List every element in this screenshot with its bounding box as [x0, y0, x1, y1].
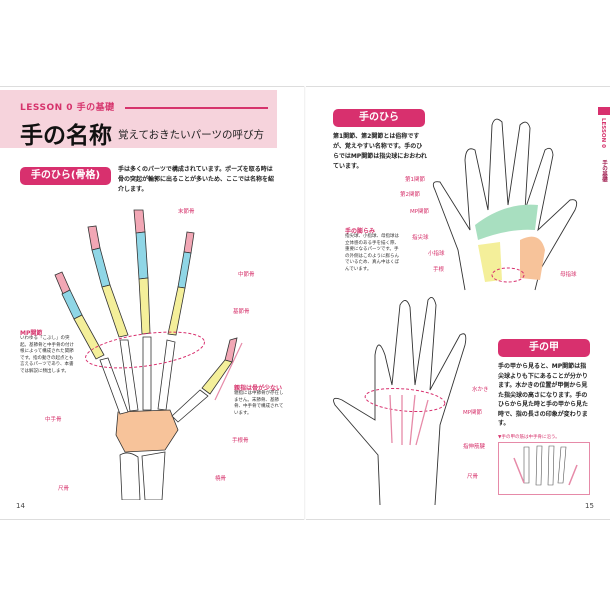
page-subtitle: 覚えておきたいパーツの呼び方: [118, 129, 264, 141]
label-mp-joint-back: MP関節: [463, 410, 483, 416]
thumb-note-text: 親指には中節骨が存在しません。末節骨、基節骨、中手骨で構成されています。: [234, 391, 284, 416]
label-middle-phalanx: 中節骨: [238, 272, 255, 278]
side-tab-marker: [598, 107, 610, 115]
back-skeleton-figure: [498, 442, 590, 495]
palm-outline: [432, 118, 578, 291]
carpal-bones: [115, 409, 179, 453]
mp-note-heading: MP関節: [20, 330, 43, 337]
side-tab-topic: 手の基礎: [601, 160, 607, 182]
skeleton-hand-illustration: [54, 209, 243, 500]
index-finger: [167, 231, 195, 336]
label-metacarpal: 中手骨: [45, 417, 62, 423]
ulna-bone: [119, 452, 141, 500]
mp-joint-highlight-back: [364, 388, 446, 412]
label-carpal: 手根骨: [232, 438, 249, 444]
label-ulna-back: 尺骨: [467, 474, 479, 480]
lesson-rule: [125, 107, 268, 109]
thumb-length-bar: [214, 342, 243, 401]
thenar-area: [520, 236, 545, 280]
page-title: 手の名称: [20, 122, 112, 149]
back-skeleton-drawing: [513, 445, 578, 486]
side-tab-lesson: LESSON 0: [600, 118, 606, 148]
label-fingertip-pad: 指尖球: [412, 235, 429, 241]
gutter: [304, 86, 306, 520]
radius-bone: [141, 451, 166, 500]
bulge-note-heading: 手の膨らみ: [345, 228, 376, 235]
hypothenar-area: [478, 242, 502, 282]
header-band: [0, 90, 277, 148]
section-pill-palm: 手のひら: [333, 109, 425, 127]
palm-illustration: [432, 118, 578, 291]
label-wrist: 手根: [433, 267, 445, 273]
figure-caption: ▼手の甲の筋は中手骨に沿う。: [498, 435, 560, 440]
back-of-hand-outline: [333, 296, 467, 505]
back-text: 手の甲から見ると、MP関節は指尖球よりも下にあることが分かります。水かきの位置が…: [498, 363, 589, 427]
metacarpal-bone: [119, 339, 139, 412]
mp-note-text: いわゆる「こぶし」の突起。基節骨と中手骨の付け根によって構成された関節です。指の…: [20, 336, 74, 374]
metacarpal-bone: [171, 389, 209, 423]
palm-text: 第1関節、第2関節とは俗称ですが、覚えやすい名称です。手のひらではMP関節は指尖…: [333, 133, 427, 170]
back-of-hand-illustration: [333, 296, 467, 505]
lesson-label: LESSON 0 手の基礎: [20, 103, 115, 113]
wrist-highlight: [491, 267, 525, 283]
ring-finger: [87, 225, 129, 338]
label-proximal-phalanx: 基節骨: [233, 309, 250, 315]
bulge-note-text: 指尖球、小指球、母指球は立体感のある手を描く際、重要になるパーツです。手の外側は…: [345, 234, 399, 272]
page-number-right: 15: [585, 502, 594, 510]
intro-text: 手は多くのパーツで構成されています。ポーズを取る時は骨の突起が輪郭に出ることが多…: [118, 166, 275, 193]
little-finger: [54, 271, 105, 360]
label-distal-phalanx: 末節骨: [178, 209, 195, 215]
section-pill-palm-skeleton: 手のひら(骨格): [20, 167, 111, 185]
middle-finger: [133, 209, 151, 335]
page-number-left: 14: [16, 502, 25, 510]
label-extensor-tendon: 指伸筋腱: [463, 444, 486, 450]
label-hypothenar: 小指球: [428, 251, 445, 257]
fingertip-pad-area: [475, 204, 538, 240]
section-pill-back: 手の甲: [498, 339, 590, 357]
tendon-arrows: [389, 394, 429, 446]
thumb-note-heading: 親指は骨が少ない: [234, 385, 283, 392]
label-web: 水かき: [472, 387, 489, 393]
thumb: [201, 337, 238, 395]
metacarpal-bone: [157, 339, 176, 411]
label-mp-joint-palm: MP関節: [410, 209, 430, 215]
label-thenar: 母指球: [560, 272, 577, 278]
mp-joint-highlight: [85, 331, 205, 369]
label-ulna: 尺骨: [58, 486, 70, 492]
label-joint1: 第1関節: [405, 177, 425, 183]
label-radius: 橈骨: [215, 476, 227, 482]
metacarpal-bone: [99, 357, 129, 415]
label-joint2: 第2関節: [400, 192, 420, 198]
metacarpal-bone: [142, 336, 152, 411]
